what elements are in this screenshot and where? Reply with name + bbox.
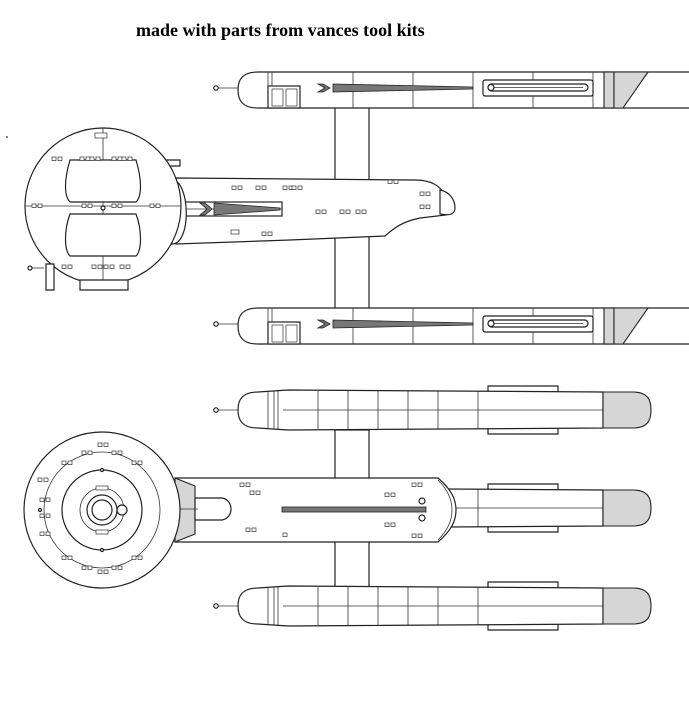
lower-pylon	[334, 235, 370, 311]
hull-stripe-chevron	[198, 202, 213, 216]
upper-pylon	[334, 105, 370, 187]
upper-nacelle-side	[213, 71, 689, 109]
deflector-dish-side	[439, 189, 456, 216]
lower-nacelle-side	[213, 307, 689, 345]
hull-spine-top	[281, 506, 427, 513]
diagram-caption: made with parts from vances tool kits	[136, 20, 425, 40]
saucer-fin-side	[45, 263, 55, 291]
shuttle-bay-top	[194, 497, 232, 521]
engineering-hull-side	[175, 177, 451, 245]
top-view	[23, 385, 652, 631]
upper-pylon-top	[334, 429, 370, 481]
upper-nacelle-top	[213, 385, 652, 435]
side-view	[24, 71, 689, 345]
lower-nacelle-top	[213, 581, 652, 631]
stray-mark	[6, 136, 8, 138]
lower-pylon-top	[334, 539, 370, 591]
